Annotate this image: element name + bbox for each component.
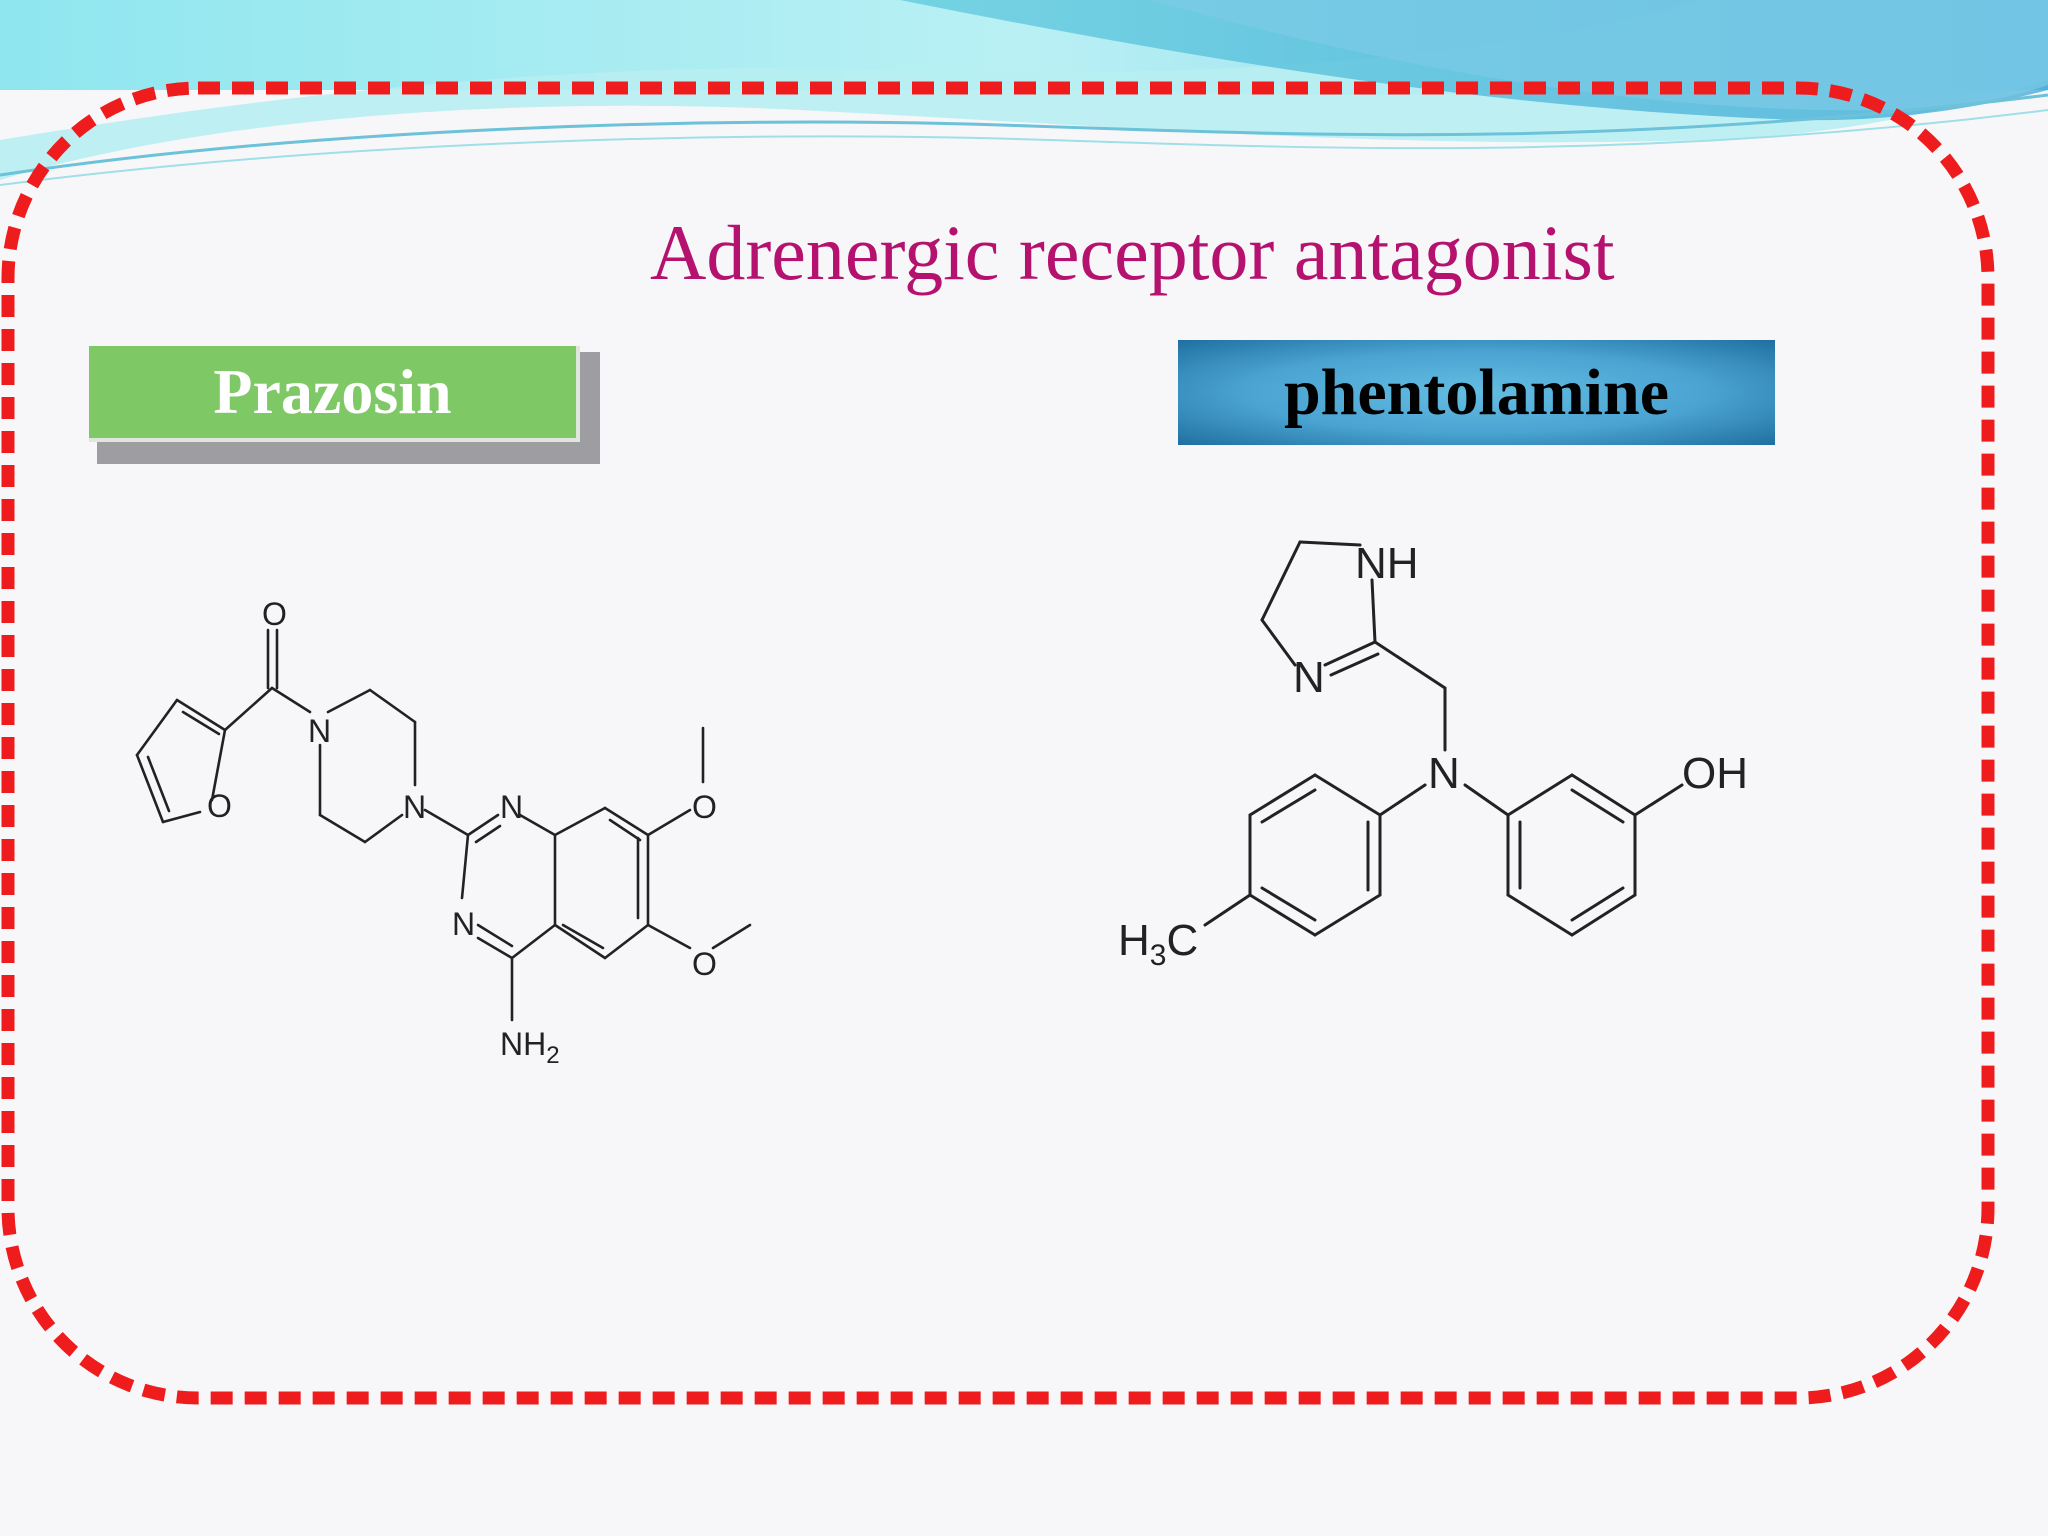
prazosin-carbonyl-o: O xyxy=(262,596,287,632)
phentolamine-imidazoline-nh: NH xyxy=(1355,539,1419,588)
prazosin-quinazoline-n3: N xyxy=(452,906,475,942)
prazosin-methoxy-o2: O xyxy=(692,946,717,982)
phentolamine-label: phentolamine xyxy=(1178,340,1775,445)
prazosin-amine: NH2 xyxy=(500,1026,560,1069)
prazosin-structure xyxy=(135,628,752,1022)
prazosin-methoxy-o1: O xyxy=(692,789,717,825)
prazosin-quinazoline-n1: N xyxy=(500,789,523,825)
prazosin-atom-labels: O O N N N N O O NH2 xyxy=(207,596,717,1069)
prazosin-furan-o: O xyxy=(207,788,232,824)
phentolamine-atom-labels: NH N N OH H3C xyxy=(1118,539,1748,972)
slide-title: Adrenergic receptor antagonist xyxy=(650,209,1615,296)
prazosin-label: Prazosin xyxy=(89,346,580,442)
phentolamine-methyl: H3C xyxy=(1118,916,1198,972)
phentolamine-structure xyxy=(1203,540,1684,937)
phentolamine-central-n: N xyxy=(1428,749,1460,798)
prazosin-piperazine-n1: N xyxy=(308,713,331,749)
phentolamine-imidazoline-n: N xyxy=(1293,653,1325,702)
phentolamine-hydroxyl: OH xyxy=(1682,749,1748,798)
prazosin-piperazine-n2: N xyxy=(403,789,426,825)
